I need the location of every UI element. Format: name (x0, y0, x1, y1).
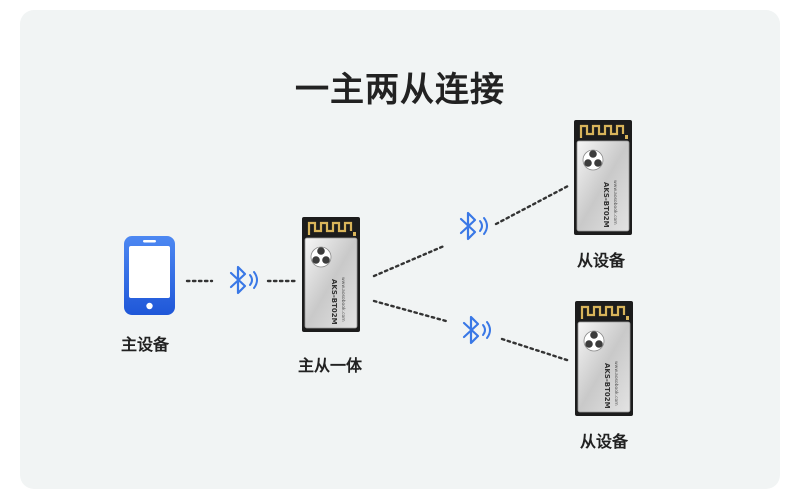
smartphone-icon (124, 236, 175, 315)
page-title: 一主两从连接 (295, 70, 505, 110)
bluetooth-icon (459, 211, 489, 241)
link-bt-lower-to-slave2 (500, 337, 572, 363)
bluetooth-module-slave-1 (574, 120, 632, 235)
hybrid-device-label: 主从一体 (298, 356, 363, 375)
bluetooth-icon (229, 265, 259, 295)
slave-device-1-label: 从设备 (577, 251, 626, 270)
bluetooth-module-hybrid (302, 217, 360, 332)
link-hybrid-to-bt-upper (372, 244, 446, 278)
bluetooth-module-slave-2 (575, 301, 633, 416)
slave-device-2-label: 从设备 (580, 432, 629, 451)
bluetooth-icon (462, 315, 492, 345)
master-device-label: 主设备 (121, 335, 170, 354)
link-hybrid-to-bt-lower (372, 299, 448, 323)
link-bt-upper-to-slave1 (494, 184, 570, 226)
